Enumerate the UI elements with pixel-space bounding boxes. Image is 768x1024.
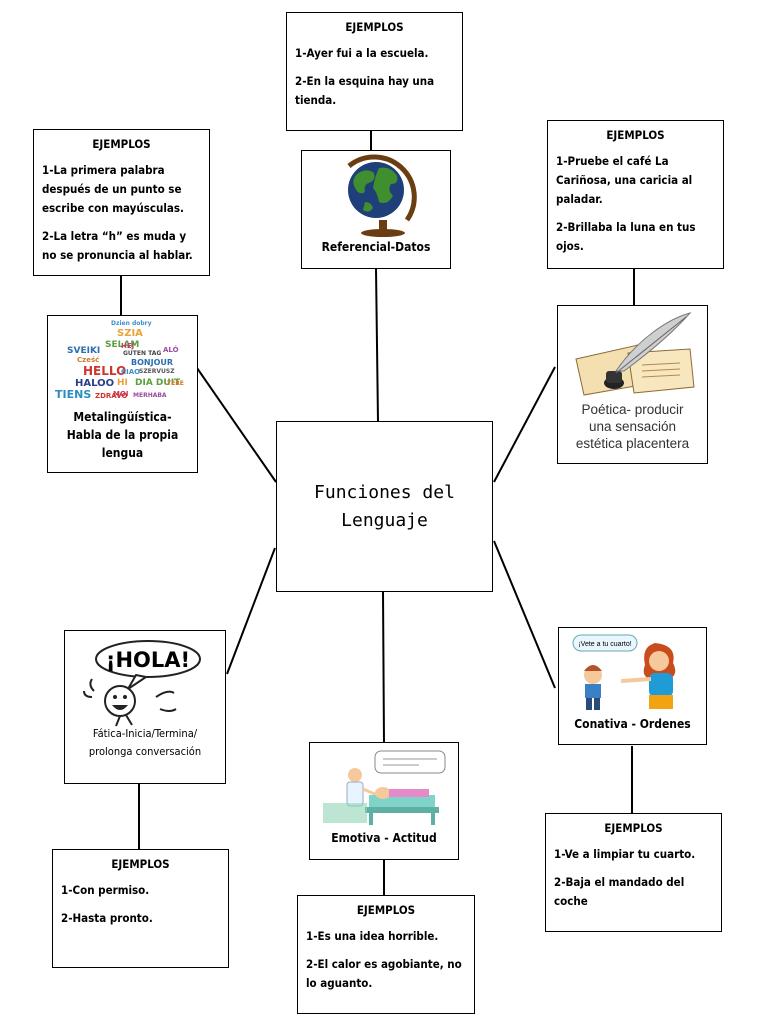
example-item: 1-La primera palabra después de un punto… [42, 163, 184, 215]
word: Cześć [77, 356, 100, 364]
examples-metalinguistica: EJEMPLOS 1-La primera palabra después de… [33, 129, 210, 276]
example-item: 2-En la esquina hay una tienda. [295, 74, 435, 107]
hospital-cartoon [323, 750, 446, 825]
node-caption: Emotiva - Actitud [331, 831, 437, 845]
node-metalinguistica: Dzien dobry SZIA SVEIKI SELAM HEJ Cześć … [47, 315, 198, 473]
node-emotiva: Emotiva - Actitud [309, 742, 459, 860]
word: MOI [113, 390, 129, 398]
word: SZIA [117, 328, 143, 339]
globe-icon [347, 154, 417, 237]
examples-heading: EJEMPLOS [604, 821, 663, 835]
word: ZDRAVO [95, 392, 128, 400]
central-title: Funciones del Lenguaje [314, 481, 455, 531]
examples-heading: EJEMPLOS [606, 128, 665, 142]
example-item: 2-El calor es agobiante, no lo aguanto. [306, 957, 462, 990]
node-caption: Fática-Inicia/Termina/ prolonga conversa… [88, 727, 202, 758]
example-item: 2-Brillaba la luna en tus ojos. [556, 220, 696, 253]
node-caption: Poética- producir una sensación estética… [575, 402, 690, 451]
hola-cartoon: ¡HOLA! [83, 640, 201, 727]
examples-heading: EJEMPLOS [92, 137, 151, 151]
node-poetica: Poética- producir una sensación estética… [557, 305, 708, 464]
examples-poetica: EJEMPLOS 1-Pruebe el café La Cariñosa, u… [547, 120, 724, 269]
central-topic: Funciones del Lenguaje [276, 421, 493, 592]
speech-bubble-text: ¡Vete a tu cuarto! [578, 641, 631, 648]
node-referencial: Referencial-Datos [301, 150, 451, 269]
node-fatica: ¡HOLA! Fática-Inicia/Termina/ prolonga c… [64, 630, 226, 784]
examples-heading: EJEMPLOS [111, 857, 170, 871]
word: MERHABA [133, 392, 167, 399]
example-item: 1-Pruebe el café La Cariñosa, una carici… [556, 154, 693, 206]
examples-conativa: EJEMPLOS 1-Ve a limpiar tu cuarto. 2-Baj… [545, 813, 722, 932]
node-caption: Metalingüística- Habla de la propia leng… [66, 410, 179, 460]
word: SELAM [105, 340, 140, 350]
word: SZERVUSZ [139, 368, 175, 375]
word: TIENS [55, 388, 92, 401]
example-item: 1-Es una idea horrible. [306, 929, 439, 943]
word-cloud: Dzien dobry SZIA SVEIKI SELAM HEJ Cześć … [53, 320, 197, 404]
word: HEJ [121, 342, 135, 350]
quill-paper-icon [574, 312, 695, 396]
example-item: 2-La letra “h” es muda y no se pronuncia… [42, 229, 193, 262]
examples-emotiva: EJEMPLOS 1-Es una idea horrible. 2-El ca… [297, 895, 475, 1014]
examples-referencial: EJEMPLOS 1-Ayer fui a la escuela. 2-En l… [286, 12, 463, 131]
word: GUTEN TAG [123, 350, 162, 357]
word: SVEIKI [67, 346, 101, 356]
node-conativa: ¡Vete a tu cuarto! Conativa - Ordenes [558, 627, 707, 745]
node-caption: Referencial-Datos [321, 240, 431, 254]
speech-bubble-text: ¡HOLA! [106, 648, 190, 672]
word: BONJOUR [131, 358, 174, 367]
mother-child-cartoon: ¡Vete a tu cuarto! [572, 634, 675, 710]
word: HALOO [75, 378, 115, 389]
word: Dzien dobry [111, 320, 152, 327]
word: TERE [167, 380, 184, 387]
word: HI [117, 378, 128, 388]
example-item: 1-Con permiso. [61, 883, 150, 897]
example-item: 2-Hasta pronto. [61, 911, 153, 925]
example-item: 2-Baja el mandado del coche [554, 875, 685, 908]
word: ALÓ [163, 346, 179, 354]
word: CIAO [121, 368, 141, 376]
word: HELLO [83, 364, 127, 378]
examples-heading: EJEMPLOS [356, 903, 416, 917]
word: DIA DUIT [135, 378, 181, 388]
example-item: 1-Ve a limpiar tu cuarto. [554, 847, 696, 861]
examples-heading: EJEMPLOS [345, 20, 404, 34]
examples-fatica: EJEMPLOS 1-Con permiso. 2-Hasta pronto. [52, 849, 229, 968]
node-caption: Conativa - Ordenes [574, 717, 691, 731]
example-item: 1-Ayer fui a la escuela. [295, 46, 429, 60]
